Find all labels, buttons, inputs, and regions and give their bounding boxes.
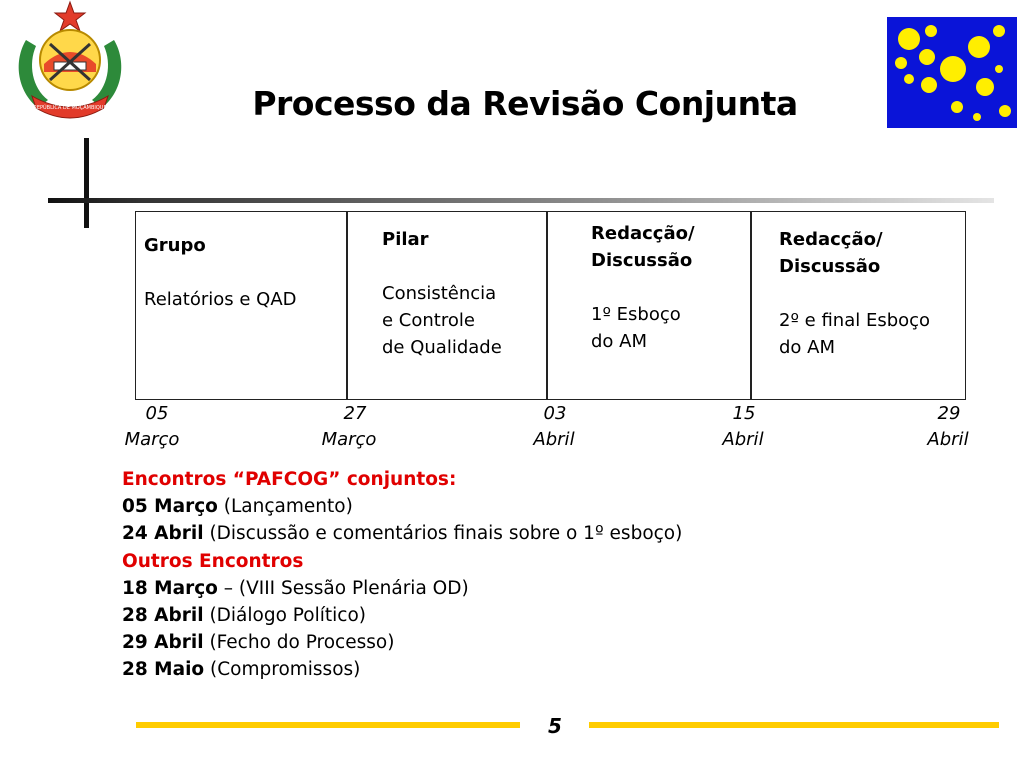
column-divider bbox=[346, 212, 348, 399]
meeting-desc: (Diálogo Político) bbox=[203, 605, 366, 627]
phase-line: Relatórios e QAD bbox=[144, 289, 297, 310]
phase-heading: Redacção/Discussão bbox=[779, 229, 883, 277]
process-phase-table: Grupo Relatórios e QAD Pilar Consistênci… bbox=[135, 211, 966, 400]
date-month: Abril bbox=[927, 429, 969, 450]
page-number: 5 bbox=[548, 714, 562, 738]
date-month: Março bbox=[124, 429, 180, 450]
column-divider bbox=[750, 212, 752, 399]
meeting-desc: (Discussão e comentários finais sobre o … bbox=[203, 523, 683, 545]
meeting-desc: (Fecho do Processo) bbox=[203, 632, 395, 654]
date-day: 29 bbox=[937, 403, 961, 424]
footer-bar-left bbox=[136, 722, 520, 728]
meeting-desc: (Lançamento) bbox=[217, 496, 353, 518]
phase-heading: Grupo bbox=[144, 235, 206, 256]
meeting-item: 24 Abril (Discussão e comentários finais… bbox=[122, 520, 682, 547]
date-day: 15 bbox=[732, 403, 756, 424]
other-meetings-heading: Outros Encontros bbox=[122, 550, 304, 572]
meeting-item: 29 Abril (Fecho do Processo) bbox=[122, 629, 682, 656]
timeline-date: 29 Abril bbox=[908, 401, 988, 453]
horizontal-rule bbox=[48, 198, 994, 203]
slide-title: Processo da Revisão Conjunta bbox=[252, 84, 798, 123]
meeting-date: 24 Abril bbox=[122, 523, 204, 545]
meeting-date: 29 Abril bbox=[122, 632, 204, 654]
phase-heading: Redacção/Discussão bbox=[591, 223, 695, 271]
date-day: 03 bbox=[543, 403, 567, 424]
date-month: Abril bbox=[533, 429, 575, 450]
vertical-rule bbox=[84, 138, 89, 228]
column-divider bbox=[546, 212, 548, 399]
svg-text:REPÚBLICA DE MOÇAMBIQUE: REPÚBLICA DE MOÇAMBIQUE bbox=[33, 104, 106, 111]
phase-cell-final-esboco: Redacção/Discussão 2º e final Esboço do … bbox=[779, 226, 954, 361]
phase-line: de Qualidade bbox=[382, 337, 502, 358]
meeting-date: 18 Março bbox=[122, 577, 218, 599]
dots-logo bbox=[887, 17, 1017, 128]
phase-cell-pilar: Pilar Consistência e Controle de Qualida… bbox=[382, 226, 502, 361]
date-day: 05 bbox=[145, 403, 169, 424]
meeting-desc: – (VIII Sessão Plenária OD) bbox=[217, 577, 469, 599]
meeting-item: 28 Abril (Diálogo Político) bbox=[122, 602, 682, 629]
timeline-date: 15 Abril bbox=[703, 401, 783, 453]
meeting-date: 05 Março bbox=[122, 496, 218, 518]
meeting-item: 18 Março – (VIII Sessão Plenária OD) bbox=[122, 575, 682, 602]
phase-cell-primeiro-esboco: Redacção/Discussão 1º Esboço do AM bbox=[591, 220, 731, 355]
meeting-item: 05 Março (Lançamento) bbox=[122, 493, 682, 520]
phase-line: do AM bbox=[779, 337, 836, 358]
phase-line: Consistência bbox=[382, 283, 497, 304]
phase-line: 1º Esboço bbox=[591, 304, 681, 325]
joint-meetings-heading: Encontros “PAFCOG” conjuntos: bbox=[122, 469, 457, 490]
meeting-date: 28 Abril bbox=[122, 605, 204, 627]
date-day: 27 bbox=[343, 403, 367, 424]
timeline-date: 05 Março bbox=[112, 401, 192, 453]
timeline-date: 03 Abril bbox=[514, 401, 594, 453]
timeline-date: 27 Março bbox=[309, 401, 389, 453]
date-month: Abril bbox=[722, 429, 764, 450]
mozambique-emblem: REPÚBLICA DE MOÇAMBIQUE bbox=[4, 0, 136, 130]
meeting-item: 28 Maio (Compromissos) bbox=[122, 656, 682, 683]
phase-line: do AM bbox=[591, 331, 648, 352]
meeting-date: 28 Maio bbox=[122, 659, 205, 681]
meeting-desc: (Compromissos) bbox=[204, 659, 361, 681]
phase-heading: Pilar bbox=[382, 229, 429, 250]
phase-line: e Controle bbox=[382, 310, 475, 331]
footer-bar-right bbox=[589, 722, 999, 728]
date-month: Março bbox=[321, 429, 377, 450]
phase-cell-grupo: Grupo Relatórios e QAD bbox=[144, 232, 297, 313]
phase-line: 2º e final Esboço bbox=[779, 310, 931, 331]
meetings-list: Encontros “PAFCOG” conjuntos: 05 Março (… bbox=[122, 466, 682, 684]
